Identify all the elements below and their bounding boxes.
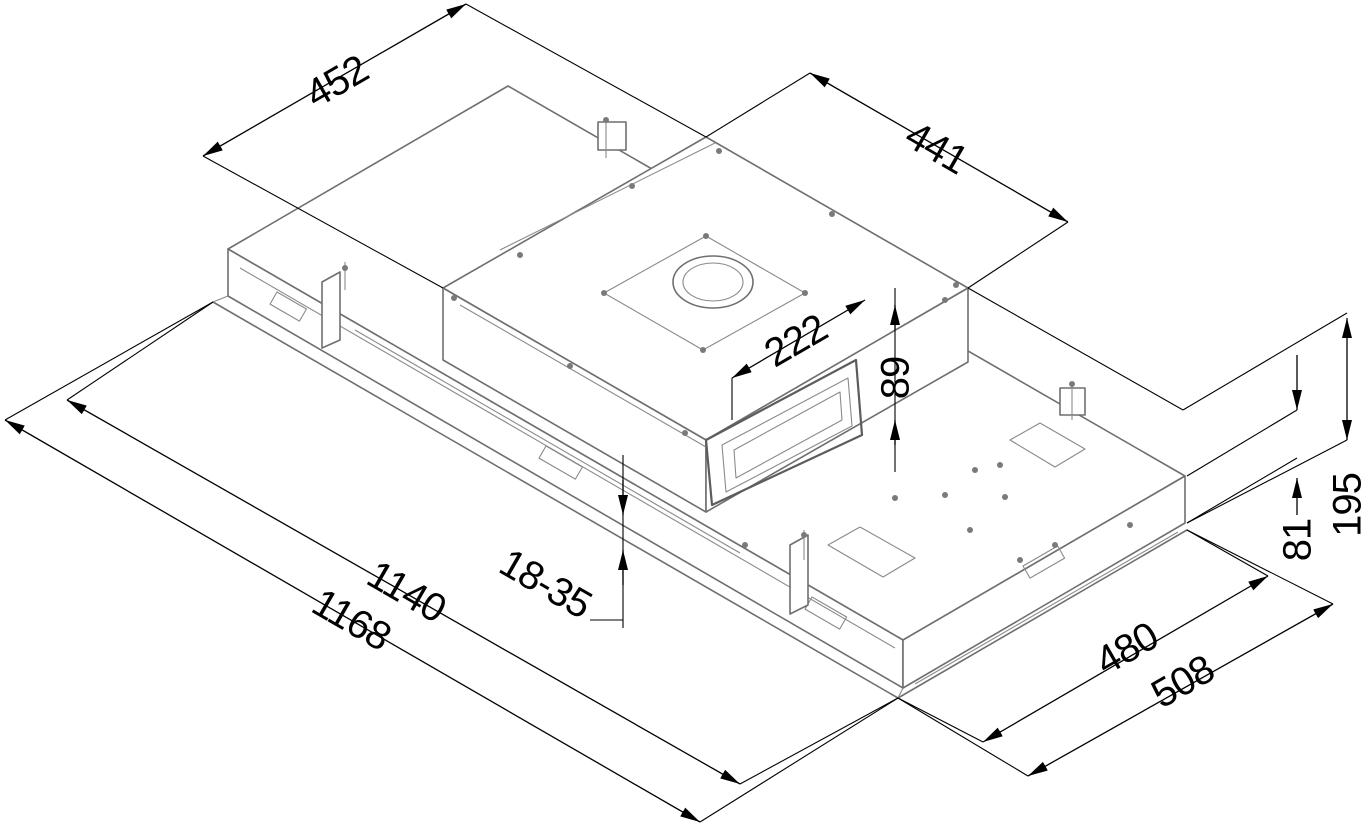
mount-bracket-left	[321, 262, 348, 349]
mount-bracket-rear	[597, 117, 627, 158]
dim-line-508	[1027, 603, 1334, 777]
dim-label-81: 81	[1276, 519, 1320, 562]
dim-label-195: 195	[1326, 473, 1361, 537]
dim-line-452	[202, 3, 467, 157]
dim-line-222	[731, 299, 866, 379]
front-vent-slot	[269, 291, 307, 322]
dim-line-1168	[4, 419, 701, 823]
dim-line-441	[809, 72, 1069, 223]
dim-label-18-35: 18-35	[492, 541, 598, 628]
right-light-panel	[1022, 545, 1066, 579]
dim-label-441: 441	[898, 113, 975, 183]
mount-bracket-front	[789, 530, 809, 615]
dim-label-89: 89	[874, 357, 918, 400]
outlet-ring	[672, 255, 754, 309]
mount-bracket-right	[1059, 381, 1086, 420]
dim-label-452: 452	[298, 47, 375, 117]
